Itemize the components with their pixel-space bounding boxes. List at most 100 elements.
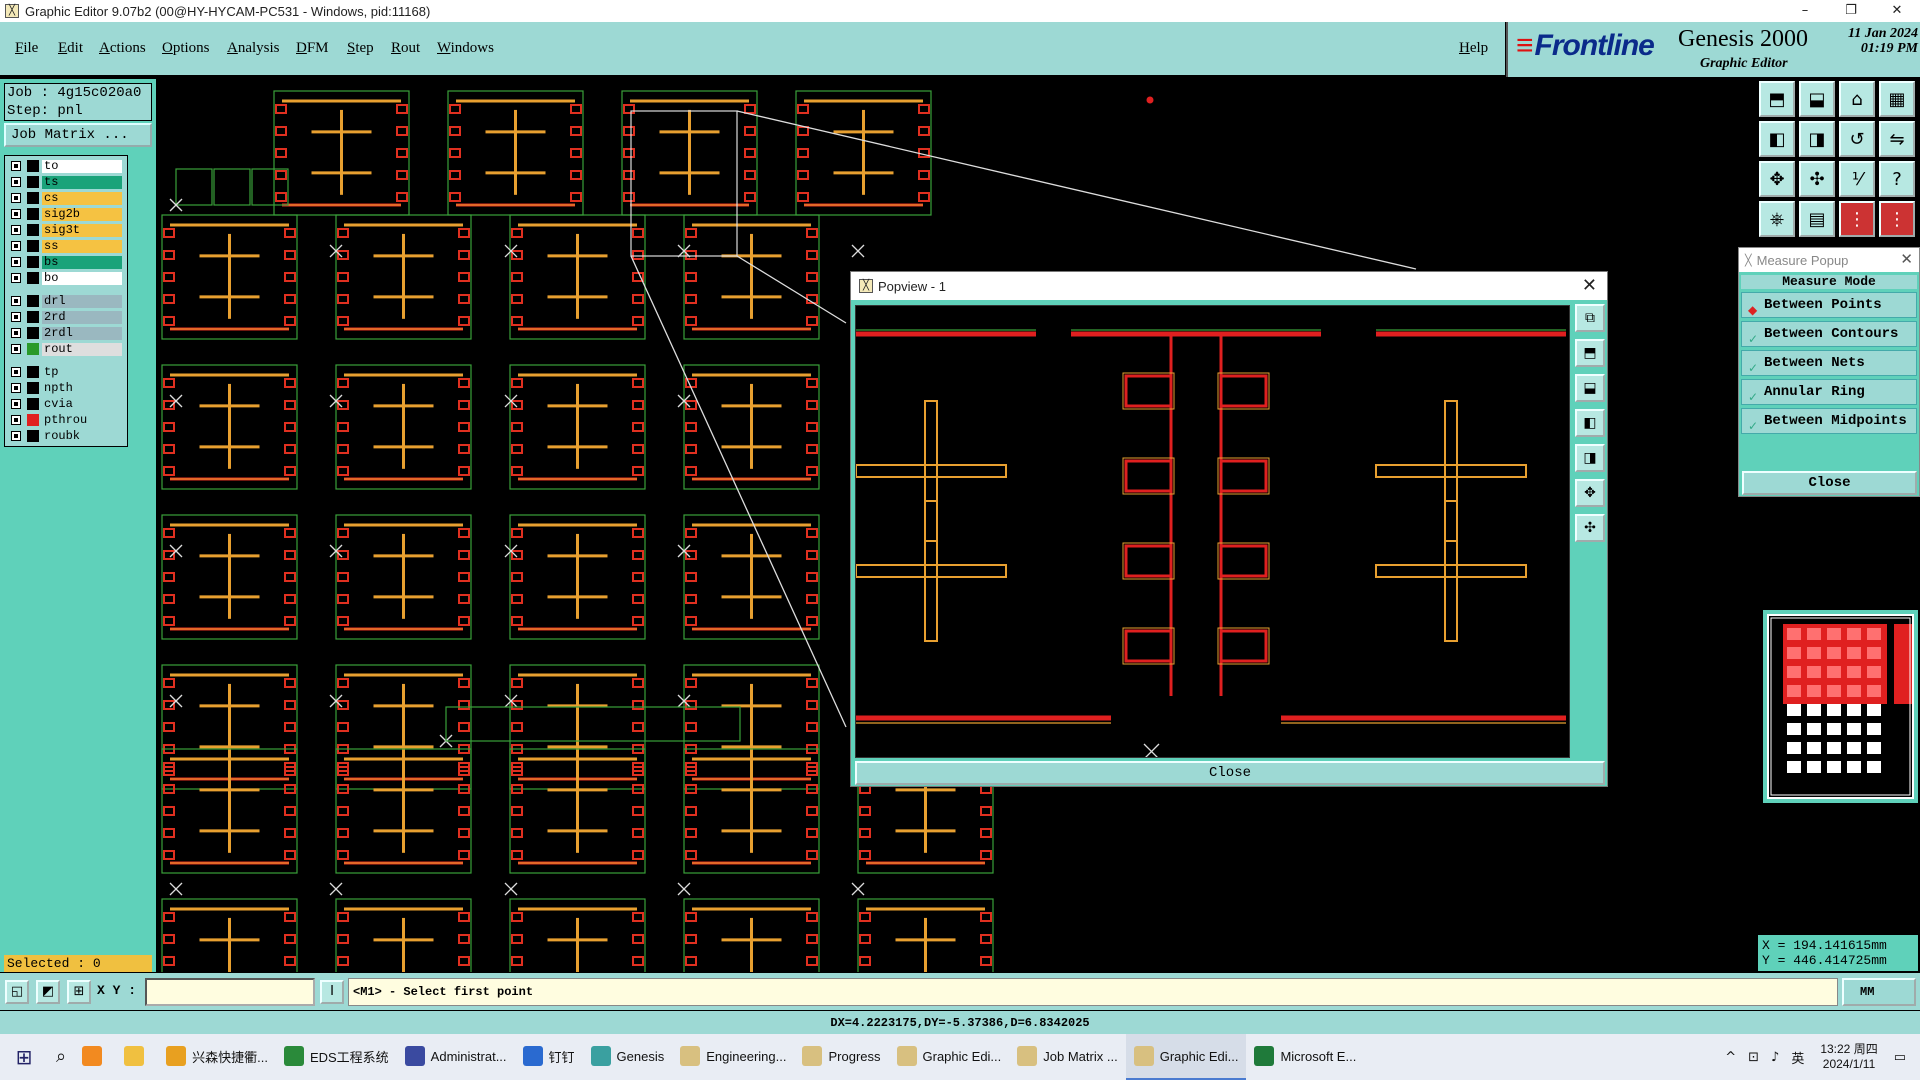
pan-left-icon[interactable]: ◧ <box>1575 409 1605 437</box>
pcb-panel-view[interactable] <box>156 79 1755 1024</box>
zoom-window-icon[interactable]: ⧉ <box>1575 304 1605 332</box>
layer-row[interactable]: drl <box>5 293 127 309</box>
taskbar-item[interactable]: Job Matrix ... <box>1009 1034 1125 1080</box>
layer-row[interactable]: cs <box>5 190 127 206</box>
zoom-in-icon[interactable]: ⬓ <box>1799 81 1835 117</box>
taskbar-item[interactable]: Engineering... <box>672 1034 794 1080</box>
menu-actions[interactable]: Actions <box>99 40 146 56</box>
layer-color-swatch[interactable] <box>27 327 39 339</box>
layer-checkbox[interactable] <box>11 241 21 251</box>
layer-checkbox[interactable] <box>11 296 21 306</box>
layer-row[interactable]: rout <box>5 341 127 357</box>
layer-name[interactable]: 2rdl <box>42 326 122 340</box>
restore-icon[interactable]: ❐ <box>1845 3 1857 18</box>
layer-name[interactable]: sig3t <box>42 223 122 237</box>
menu-options[interactable]: Options <box>162 40 210 56</box>
layer-name[interactable]: 2rd <box>42 310 122 324</box>
clock[interactable]: 13:22 周四 2024/1/11 <box>1820 1042 1878 1071</box>
layer-checkbox[interactable] <box>11 312 21 322</box>
overview-map[interactable] <box>1763 610 1918 803</box>
taskbar-item[interactable]: Microsoft E... <box>1246 1034 1364 1080</box>
zoomed-detail-view[interactable] <box>855 306 1569 760</box>
layer-row[interactable]: tp <box>5 364 127 380</box>
layer-checkbox[interactable] <box>11 177 21 187</box>
layer-checkbox[interactable] <box>11 225 21 235</box>
layer-row[interactable]: 2rd <box>5 309 127 325</box>
layer-name[interactable]: npth <box>42 381 122 395</box>
layer-color-swatch[interactable] <box>27 366 39 378</box>
select-mode-icon[interactable]: ◱ <box>5 980 29 1004</box>
layer-color-swatch[interactable] <box>27 430 39 442</box>
taskbar-item[interactable]: Graphic Edi... <box>889 1034 1010 1080</box>
layer-row[interactable]: cvia <box>5 396 127 412</box>
layer-name[interactable]: bo <box>42 271 122 285</box>
layer-color-swatch[interactable] <box>27 160 39 172</box>
zoom-fit-icon[interactable]: ✥ <box>1575 479 1605 507</box>
layer-row[interactable]: sig2b <box>5 206 127 222</box>
layer-color-swatch[interactable] <box>27 382 39 394</box>
network-icon[interactable]: ⊡ <box>1748 1049 1760 1065</box>
taskbar-item[interactable]: 兴森快捷衢... <box>158 1034 276 1080</box>
layer-checkbox[interactable] <box>11 399 21 409</box>
zoom-center-icon[interactable]: ✣ <box>1799 161 1835 197</box>
layer-name[interactable]: ss <box>42 239 122 253</box>
layer-name[interactable]: sig2b <box>42 207 122 221</box>
pan-right-icon[interactable]: ◨ <box>1575 444 1605 472</box>
help-icon[interactable]: ? <box>1879 161 1915 197</box>
job-matrix-button[interactable]: Job Matrix ... <box>4 123 152 147</box>
zoom-in-icon[interactable]: ⬒ <box>1575 339 1605 367</box>
layer-name[interactable]: cs <box>42 191 122 205</box>
taskbar-item[interactable]: Administrat... <box>397 1034 515 1080</box>
layer-name[interactable]: ts <box>42 175 122 189</box>
overview-thumbnail[interactable] <box>1769 616 1912 797</box>
snap-icon[interactable]: ⎈ <box>1759 201 1795 237</box>
layer-name[interactable]: drl <box>42 294 122 308</box>
measure-close-button[interactable]: Close <box>1742 471 1917 495</box>
close-icon[interactable]: ✕ <box>1891 3 1903 18</box>
menu-file[interactable]: File <box>15 40 39 56</box>
file-explorer-icon[interactable] <box>116 1034 158 1080</box>
taskbar-item[interactable]: EDS工程系统 <box>276 1034 397 1080</box>
layer-checkbox[interactable] <box>11 431 21 441</box>
ruler-icon[interactable]: ⋮ <box>1879 201 1915 237</box>
close-icon[interactable]: ✕ <box>1581 275 1597 296</box>
layer-color-swatch[interactable] <box>27 256 39 268</box>
chevron-up-icon[interactable]: ^ <box>1725 1049 1737 1065</box>
layer-checkbox[interactable] <box>11 383 21 393</box>
layer-checkbox[interactable] <box>11 161 21 171</box>
layer-color-swatch[interactable] <box>27 398 39 410</box>
minimize-icon[interactable]: – <box>1801 3 1809 18</box>
layer-color-swatch[interactable] <box>27 272 39 284</box>
zoom-fit-icon[interactable]: ✥ <box>1759 161 1795 197</box>
measure-mode-icon[interactable]: ◩ <box>36 980 60 1004</box>
menu-help[interactable]: Help <box>1459 40 1489 56</box>
measure-icon[interactable]: ⋮ <box>1839 201 1875 237</box>
menu-edit[interactable]: Edit <box>58 40 84 56</box>
text-cursor-icon[interactable]: I <box>320 980 344 1004</box>
search-icon[interactable]: ⌕ <box>56 1045 67 1067</box>
layer-color-swatch[interactable] <box>27 414 39 426</box>
ime-indicator[interactable]: 英 <box>1791 1050 1805 1066</box>
layer-color-swatch[interactable] <box>27 208 39 220</box>
menu-step[interactable]: Step <box>347 40 374 56</box>
taskbar-item[interactable]: Genesis <box>583 1034 673 1080</box>
undo-icon[interactable]: ↺ <box>1839 121 1875 157</box>
layer-name[interactable]: rout <box>42 342 122 356</box>
layer-row[interactable]: to <box>5 158 127 174</box>
layer-row[interactable]: npth <box>5 380 127 396</box>
layer-name[interactable]: to <box>42 159 122 173</box>
layer-color-swatch[interactable] <box>27 192 39 204</box>
layer-row[interactable]: roubk <box>5 428 127 444</box>
pinned-app-icon[interactable] <box>74 1034 116 1080</box>
menu-rout[interactable]: Rout <box>391 40 421 56</box>
layer-row[interactable]: ss <box>5 238 127 254</box>
layer-name[interactable]: pthrou <box>42 413 122 427</box>
layer-row[interactable]: pthrou <box>5 412 127 428</box>
scale-icon[interactable]: ⅟ <box>1839 161 1875 197</box>
taskbar-item[interactable]: Graphic Edi... <box>1125 1034 1247 1080</box>
layer-color-swatch[interactable] <box>27 224 39 236</box>
menu-analysis[interactable]: Analysis <box>227 40 280 56</box>
units-selector[interactable]: MM <box>1842 978 1916 1006</box>
redraw-icon[interactable]: ⇋ <box>1879 121 1915 157</box>
xy-input[interactable] <box>145 978 315 1006</box>
